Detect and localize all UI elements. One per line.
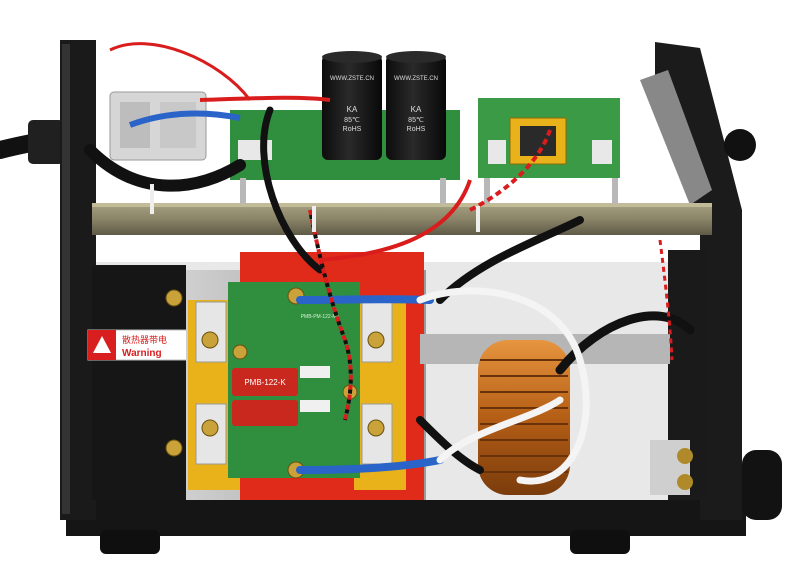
cable-tie bbox=[150, 184, 154, 214]
chassis-right-frame bbox=[655, 42, 742, 520]
capacitor-right: WWW.ZSTE.CN KA 85℃ RoHS bbox=[386, 51, 446, 160]
black-wire bbox=[436, 216, 584, 304]
connector bbox=[300, 366, 330, 378]
warning-chinese-text: 散热器带电 bbox=[122, 334, 167, 345]
blue-wire bbox=[296, 295, 434, 304]
black-wire bbox=[260, 106, 324, 274]
black-wire bbox=[84, 144, 246, 192]
cable-tie bbox=[312, 206, 316, 232]
capacitor-left: WWW.ZSTE.CN KA 85℃ RoHS bbox=[322, 51, 382, 160]
switch-terminal bbox=[160, 102, 196, 148]
twisted-pair-wire bbox=[469, 129, 552, 212]
capacitor-compliance: RoHS bbox=[343, 126, 362, 133]
red-wire bbox=[199, 95, 331, 102]
blue-wire bbox=[128, 110, 241, 128]
blue-wire bbox=[296, 456, 444, 474]
connector bbox=[488, 140, 506, 164]
foot-left bbox=[100, 530, 160, 554]
red-wire bbox=[319, 179, 472, 262]
front-knob bbox=[724, 129, 756, 161]
chassis-base bbox=[66, 500, 746, 536]
capacitor-rating: KA bbox=[347, 105, 358, 114]
film-capacitor bbox=[232, 400, 298, 426]
standoff bbox=[440, 178, 446, 204]
standoff bbox=[240, 178, 246, 204]
warning-english-text: Warning bbox=[122, 348, 162, 359]
terminal-nut bbox=[677, 474, 693, 490]
white-wire bbox=[416, 287, 590, 485]
twisted-pair-wire bbox=[658, 239, 674, 361]
board-small-marking: PMB-PM-122-M1 bbox=[301, 314, 340, 320]
warning-sticker: 散热器带电 Warning bbox=[87, 329, 189, 361]
standoff bbox=[612, 178, 618, 204]
white-wire bbox=[436, 396, 564, 464]
mounting-rail bbox=[92, 203, 712, 235]
capacitor-temp: 85℃ bbox=[344, 117, 360, 124]
cable-tie bbox=[476, 206, 480, 232]
terminal-nut bbox=[677, 448, 693, 464]
board-part-number: PMB-122-K bbox=[244, 378, 286, 387]
front-panel-board bbox=[640, 70, 712, 205]
frame-highlight bbox=[62, 44, 70, 514]
film-capacitor bbox=[232, 368, 298, 396]
rail-highlight bbox=[92, 203, 712, 207]
twisted-pair-wire bbox=[308, 209, 353, 421]
foot-right bbox=[570, 530, 630, 554]
capacitor-temp: 85℃ bbox=[408, 117, 424, 124]
standoff bbox=[484, 178, 490, 204]
connector bbox=[592, 140, 612, 164]
cable-gland bbox=[28, 120, 64, 164]
warning-triangle-icon bbox=[93, 336, 111, 353]
capacitor-brand: WWW.ZSTE.CN bbox=[394, 76, 438, 82]
connector bbox=[300, 400, 330, 412]
capacitor-compliance: RoHS bbox=[407, 126, 426, 133]
capacitor-rating: KA bbox=[411, 105, 422, 114]
red-wire bbox=[109, 42, 252, 101]
capacitor-brand: WWW.ZSTE.CN bbox=[330, 76, 374, 82]
output-terminal bbox=[742, 450, 782, 520]
